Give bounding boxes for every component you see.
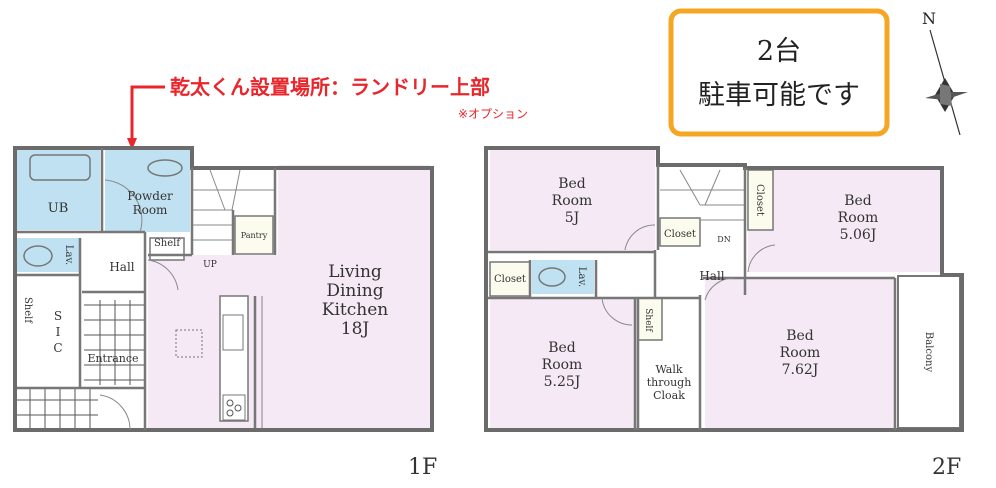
label-up: UP xyxy=(203,260,217,270)
floor-label-2f: 2F xyxy=(932,455,961,480)
room-pantry xyxy=(234,215,274,255)
label-bed2-3: 5.06J xyxy=(840,227,877,243)
compass-north-label: N xyxy=(922,9,936,28)
label-lav-1f: Lav. xyxy=(63,245,74,265)
floor-label-1f: 1F xyxy=(408,455,437,480)
entrance-tiles xyxy=(17,300,145,432)
label-wtc-2: through xyxy=(647,376,692,389)
label-bed4-2: Room xyxy=(780,345,821,361)
label-sic-s: S xyxy=(54,309,62,323)
annotation-text: 乾太くん設置場所：ランドリー上部 xyxy=(170,75,490,99)
compass-icon: N xyxy=(922,9,968,136)
annotation-leader-line xyxy=(130,85,165,140)
label-ldk-4: 18J xyxy=(341,319,370,339)
room-lav-2f xyxy=(532,260,594,294)
label-bed4-1: Bed xyxy=(786,328,814,344)
annotation-option-note: ※オプション xyxy=(458,107,528,121)
label-bed1-3: 5J xyxy=(565,210,580,226)
label-powder-1: Powder xyxy=(127,189,173,203)
parking-count: 2台 xyxy=(757,36,801,67)
label-bed3-3: 5.25J xyxy=(544,374,581,390)
label-closet-left: Closet xyxy=(494,274,526,285)
label-ub: UB xyxy=(48,201,69,216)
floor-2: Bed Room 5J Closet DN Closet Bed Room 5.… xyxy=(484,146,964,480)
room-ub xyxy=(17,150,100,230)
label-hall-1f: Hall xyxy=(109,260,134,274)
parking-notice: 2台 駐車可能です xyxy=(668,8,890,137)
label-pantry: Pantry xyxy=(241,231,268,240)
label-shelf: Shelf xyxy=(154,238,181,249)
label-sic-i: I xyxy=(56,325,61,339)
label-bed1-1: Bed xyxy=(558,176,586,192)
room-bed-525j xyxy=(490,298,635,428)
label-balcony: Balcony xyxy=(923,332,934,373)
label-hall-2f: Hall xyxy=(699,269,724,283)
label-wtc-1: Walk xyxy=(655,363,682,376)
label-bed4-3: 7.62J xyxy=(782,362,819,378)
label-bed3-2: Room xyxy=(542,357,583,373)
annotation-arrow-icon xyxy=(127,138,137,150)
floor-1: UB Powder Room Shelf Pantry Hall UP Lav.… xyxy=(13,146,437,480)
label-sic-c: C xyxy=(53,341,62,355)
label-closet-top: Closet xyxy=(754,184,765,216)
label-ldk-3: Kitchen xyxy=(322,300,388,320)
label-bed2-2: Room xyxy=(838,210,879,226)
label-bed1-2: Room xyxy=(552,193,593,209)
label-bed3-1: Bed xyxy=(548,340,576,356)
label-shelf-2f: Shelf xyxy=(643,308,653,332)
label-sic-shelf: Shelf xyxy=(22,297,33,324)
label-bed2-1: Bed xyxy=(844,193,872,209)
balcony xyxy=(897,275,961,429)
label-closet-stairs: Closet xyxy=(664,229,696,240)
label-entrance: Entrance xyxy=(87,352,138,365)
room-bed-5j xyxy=(490,150,655,250)
label-ldk-1: Living xyxy=(328,262,382,282)
room-ldk xyxy=(278,165,430,428)
label-ldk-2: Dining xyxy=(326,281,383,301)
room-bed-762j xyxy=(705,278,895,428)
parking-text: 駐車可能です xyxy=(698,80,860,111)
room-lav-1f xyxy=(17,238,79,272)
room-bed-506j xyxy=(748,168,940,272)
label-powder-2: Room xyxy=(133,203,168,217)
label-lav-2f: Lav. xyxy=(576,267,587,287)
label-dn: DN xyxy=(717,235,730,244)
laundry-dryer-annotation: 乾太くん設置場所：ランドリー上部 ※オプション xyxy=(127,75,528,150)
label-wtc-3: Cloak xyxy=(653,389,685,402)
